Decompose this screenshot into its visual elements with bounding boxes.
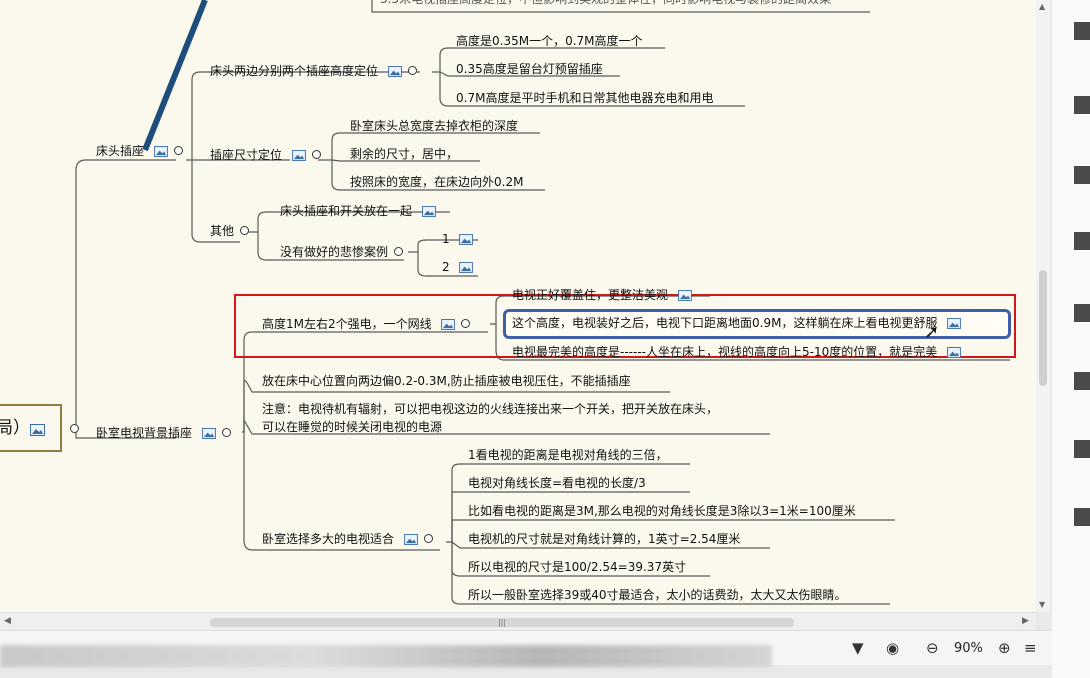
collapse-icon[interactable]: [407, 66, 417, 75]
leaf-node[interactable]: 0.7M高度是平时手机和日常其他电器充电和用电: [456, 91, 714, 105]
scroll-left-icon[interactable]: ◀: [4, 616, 11, 626]
node-tv-size[interactable]: 卧室选择多大的电视适合: [262, 530, 433, 548]
leaf-node[interactable]: 床头插座和开关放在一起: [280, 202, 436, 220]
image-icon: [459, 262, 474, 273]
collapse-icon[interactable]: [461, 319, 471, 328]
leaf-node[interactable]: 2: [442, 258, 474, 276]
image-icon: [459, 234, 474, 245]
leaf-node[interactable]: 所以一般卧室选择39或40寸最适合，太小的话费劲，太大又太伤眼睛。: [468, 588, 847, 602]
leaf-node[interactable]: 电视最完美的高度是------人坐在床上，视线的高度向上5-10度的位置，就是完…: [512, 343, 961, 361]
right-toolbar: [1052, 0, 1090, 678]
leaf-node[interactable]: 所以电视的尺寸是100/2.54=39.37英寸: [468, 560, 687, 574]
zoom-in-icon[interactable]: ⊕: [998, 639, 1011, 657]
image-icon: [947, 318, 962, 329]
task-icon[interactable]: [1074, 508, 1090, 526]
node-label: 1: [442, 232, 450, 246]
clipart-icon[interactable]: [1074, 304, 1090, 322]
top-cut-node[interactable]: 3.5米电视插座高度定位，不但影响到美观的整体性，同时影响电视与装修的距离效果: [380, 0, 831, 8]
leaf-node[interactable]: 比如看电视的距离是3M,那么电视的对角线长度是3除以3=1米=100厘米: [468, 504, 856, 518]
image-icon: [153, 146, 168, 157]
zoom-out-icon[interactable]: ⊖: [926, 639, 939, 657]
image-icon: [201, 428, 216, 439]
eye-icon[interactable]: ◉: [886, 639, 900, 657]
image-panel-icon[interactable]: [1074, 166, 1090, 184]
filter-icon[interactable]: ▼: [852, 639, 864, 657]
node-label: 没有做好的悲惨案例: [280, 245, 389, 259]
collapse-icon[interactable]: [394, 247, 404, 256]
blurred-region: [0, 645, 772, 667]
node-tv-height[interactable]: 高度1M左右2个强电，一个网线: [262, 315, 471, 333]
comments-icon[interactable]: [1074, 440, 1090, 458]
image-icon: [421, 206, 436, 217]
selected-leaf-node[interactable]: 这个高度，电视装好之后，电视下口距离地面0.9M，这样躺在床上看电视更舒服: [512, 314, 962, 332]
leaf-node[interactable]: 1: [442, 230, 474, 248]
mouse-cursor-icon: ➚: [924, 322, 940, 343]
branch-tv-wall-socket[interactable]: 卧室电视背景插座: [96, 424, 231, 442]
node-label: 2: [442, 260, 450, 274]
leaf-node[interactable]: 放在床中心位置向两边偏0.2-0.3M,防止插座被电视压住，不能插插座: [262, 374, 631, 388]
scroll-up-icon[interactable]: ▲: [1039, 2, 1046, 11]
image-icon: [30, 424, 45, 436]
status-bar: ▼ ◉ ⊖ 90% ⊕ ≡: [0, 630, 1052, 667]
leaf-node[interactable]: 电视正好覆盖住，更整洁美观: [512, 286, 692, 304]
notes-icon[interactable]: [1074, 372, 1090, 390]
node-label: 床头两边分别两个插座高度定位: [210, 64, 379, 78]
horizontal-scroll-thumb[interactable]: |||: [210, 618, 794, 627]
mindmap-canvas[interactable]: 局） 3.5米电视插座高度定位，不但影响到美观的整体性，同时影响电视与装修的距离…: [0, 0, 1038, 612]
node-label: 高度1M左右2个强电，一个网线: [262, 317, 432, 331]
menu-icon[interactable]: ≡: [1024, 639, 1037, 657]
red-highlight-box: [234, 294, 1016, 358]
connector-lines: [70, 0, 1010, 605]
vertical-scrollbar[interactable]: ▲ ▼: [1036, 0, 1050, 612]
scroll-down-icon[interactable]: ▼: [1039, 600, 1046, 609]
collapse-icon[interactable]: [311, 150, 321, 159]
marker-icon[interactable]: [1074, 232, 1090, 250]
leaf-node[interactable]: 1看电视的距离是电视对角线的三倍，: [468, 448, 668, 462]
root-label: 局）: [0, 418, 30, 438]
format-icon[interactable]: [1074, 96, 1090, 114]
vertical-scroll-thumb[interactable]: [1039, 270, 1047, 386]
collapse-icon[interactable]: [221, 428, 231, 437]
collapse-icon[interactable]: [173, 146, 183, 155]
structure-icon[interactable]: [1074, 22, 1090, 40]
node-label: 卧室选择多大的电视适合: [262, 532, 395, 546]
image-icon: [677, 290, 692, 301]
node-label: 电视正好覆盖住，更整洁美观: [512, 288, 669, 302]
node-bad-cases[interactable]: 没有做好的悲惨案例: [280, 243, 404, 261]
leaf-node[interactable]: 卧室床头总宽度去掉衣柜的深度: [350, 119, 519, 133]
zoom-level: 90%: [954, 641, 983, 656]
leaf-node[interactable]: 注意：电视待机有辐射，可以把电视这边的火线连接出来一个开关，把开关放在床头， 可…: [262, 402, 719, 434]
collapse-icon[interactable]: [240, 226, 250, 235]
node-bedside-height[interactable]: 床头两边分别两个插座高度定位: [210, 62, 417, 80]
image-icon: [291, 150, 306, 161]
branch-bedside-socket-label: 床头插座: [96, 144, 145, 158]
node-label: 床头插座和开关放在一起: [280, 204, 413, 218]
leaf-node[interactable]: 电视机的尺寸就是对角线计算的，1英寸=2.54厘米: [468, 532, 741, 546]
image-icon: [441, 319, 456, 330]
root-node[interactable]: 局）: [0, 404, 62, 452]
branch-tv-wall-socket-label: 卧室电视背景插座: [96, 426, 193, 440]
selected-node-frame: [503, 309, 1011, 339]
node-socket-size[interactable]: 插座尺寸定位: [210, 146, 321, 164]
node-label: 其他: [210, 224, 235, 238]
image-icon: [947, 347, 961, 358]
leaf-node[interactable]: 剩余的尺寸，居中，: [350, 147, 459, 161]
root-collapse-handle[interactable]: [64, 420, 79, 438]
scroll-right-icon[interactable]: ▶: [1022, 616, 1029, 626]
node-label: 插座尺寸定位: [210, 148, 283, 162]
leaf-node[interactable]: 0.35高度是留台灯预留插座: [456, 62, 603, 76]
node-other[interactable]: 其他: [210, 222, 250, 240]
branch-bedside-socket[interactable]: 床头插座: [96, 142, 183, 160]
leaf-node[interactable]: 按照床的宽度，在床边向外0.2M: [350, 175, 524, 189]
image-icon: [387, 66, 402, 77]
image-icon: [403, 534, 418, 545]
horizontal-scrollbar[interactable]: ◀ ||| ▶: [0, 612, 1036, 631]
collapse-icon[interactable]: [423, 534, 433, 543]
node-label: 电视最完美的高度是------人坐在床上，视线的高度向上5-10度的位置，就是完…: [512, 345, 938, 359]
leaf-node[interactable]: 电视对角线长度=看电视的长度/3: [468, 476, 646, 490]
node-label: 这个高度，电视装好之后，电视下口距离地面0.9M，这样躺在床上看电视更舒服: [512, 316, 938, 330]
leaf-node[interactable]: 高度是0.35M一个，0.7M高度一个: [456, 34, 643, 48]
